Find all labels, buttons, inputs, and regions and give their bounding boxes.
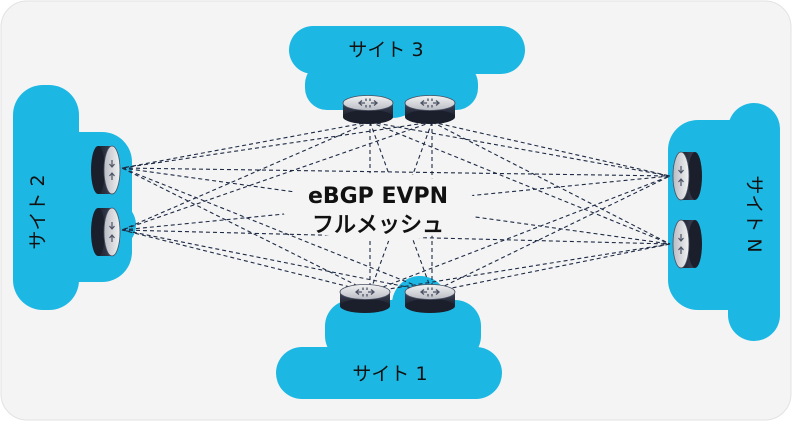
site-3-label: サイト 3 [348,39,423,61]
site-1-router-icon-2 [404,283,456,314]
center-label-backdrop [282,173,478,241]
site-1-cloud [276,276,502,399]
center-subtitle: フルメッシュ [312,213,444,238]
site-1-label: サイト 1 [352,363,427,385]
site-n-label: サイト N [743,175,765,252]
site-1-router-icon-1 [339,283,391,314]
site-n-router-icon-2 [672,219,703,269]
site-2-label: サイト 2 [27,174,49,249]
center-title: eBGP EVPN [308,184,448,209]
site-2-router-icon-1 [90,145,121,195]
site-2-router-icon-2 [90,207,121,257]
site-n-router-icon-1 [672,151,703,201]
site-3-router-icon-2 [404,94,456,125]
site-3-router-icon-1 [342,94,394,125]
